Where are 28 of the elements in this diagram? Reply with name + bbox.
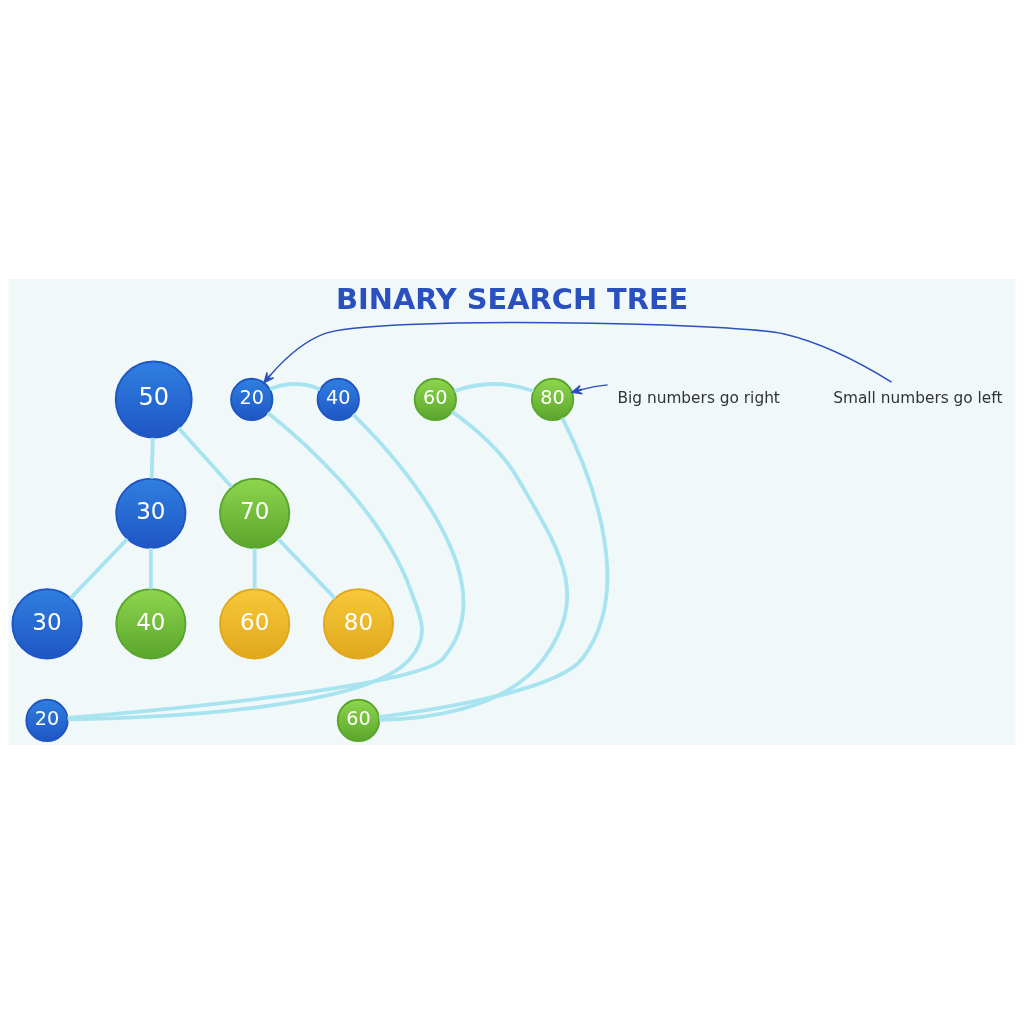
- node-circle: 50: [114, 360, 193, 439]
- node-circle: 60: [413, 377, 457, 422]
- node-circle: 40: [115, 588, 187, 660]
- arrow: [571, 384, 609, 395]
- node-circle: 60: [219, 588, 291, 660]
- node-circle: 80: [322, 588, 394, 660]
- connector: [276, 537, 337, 600]
- node-text: Big numbers go right: [617, 389, 780, 408]
- connector: [379, 410, 570, 722]
- node-circle: 20: [25, 698, 69, 743]
- connector: [177, 426, 234, 489]
- connector: [69, 537, 129, 600]
- diagram-title: BINARY SEARCH TREE: [336, 281, 689, 316]
- node-circle: 70: [219, 477, 291, 549]
- connector: [148, 548, 153, 590]
- node-text: Small numbers go left: [833, 389, 1003, 408]
- connector: [269, 382, 321, 391]
- node-circle: 30: [115, 477, 187, 549]
- connector: [378, 417, 610, 719]
- connector: [149, 437, 155, 479]
- arrow: [263, 321, 893, 384]
- node-circle: 30: [11, 588, 83, 660]
- node-circle: 40: [316, 377, 360, 422]
- node-circle: 20: [230, 377, 274, 422]
- node-circle: 60: [336, 698, 381, 743]
- node-circle: 80: [531, 377, 575, 422]
- connector: [252, 548, 257, 590]
- connector: [454, 382, 535, 393]
